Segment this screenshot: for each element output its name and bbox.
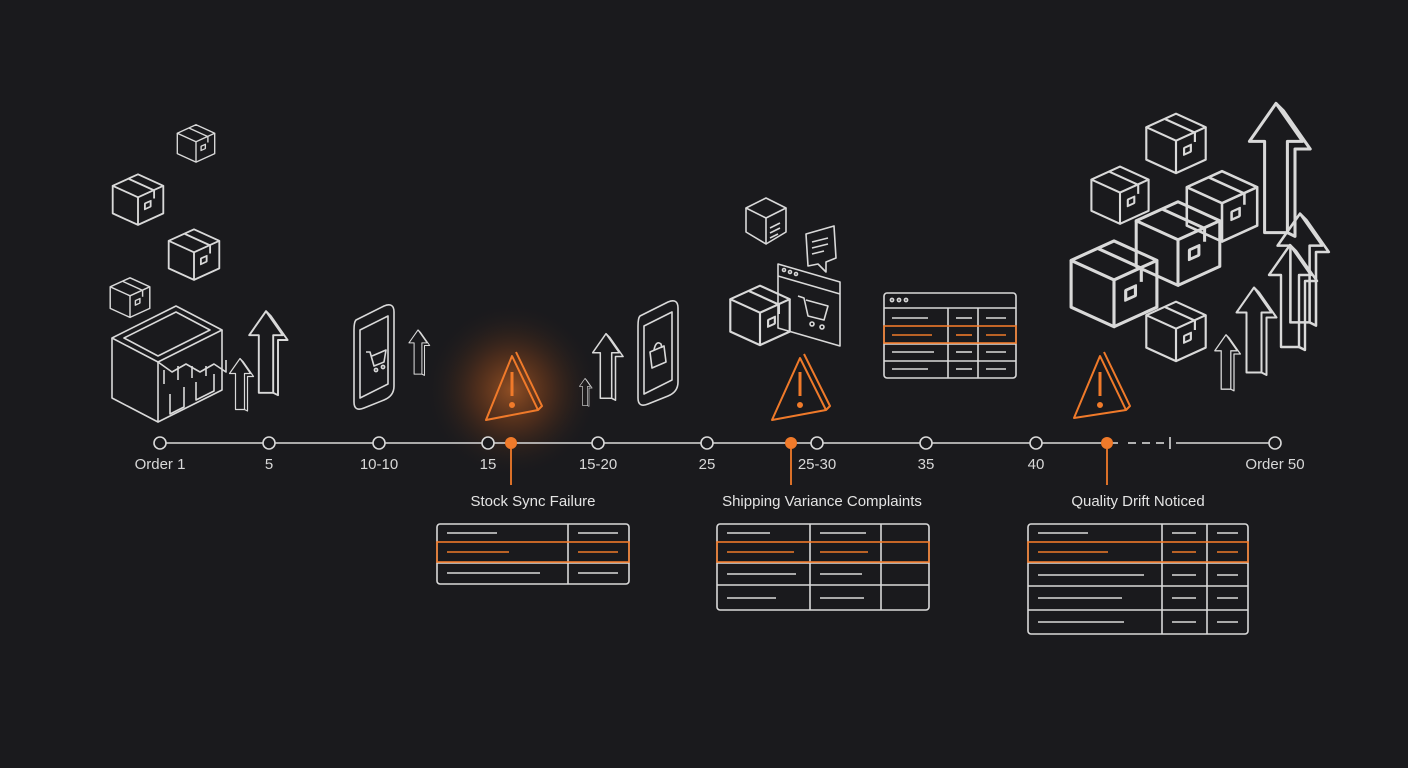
incident-marker-dot xyxy=(785,437,797,449)
storefront-icon xyxy=(111,305,227,423)
incident-label: Shipping Variance Complaints xyxy=(722,493,922,510)
package-icon xyxy=(729,284,791,347)
timeline-axis xyxy=(160,437,1275,449)
incident-table xyxy=(716,523,930,611)
timeline-tick-dot xyxy=(700,436,714,450)
package-icon xyxy=(745,197,787,245)
tick-label: 40 xyxy=(1027,456,1045,473)
growth-arrow-icon xyxy=(1276,212,1331,327)
timeline-tick-dot xyxy=(262,436,276,450)
data-table-icon xyxy=(883,292,1017,379)
growth-arrow-icon xyxy=(408,329,431,376)
incident-label: Quality Drift Noticed xyxy=(1071,493,1205,510)
tick-label: 35 xyxy=(917,456,935,473)
warning-icon xyxy=(771,353,831,421)
incident-markers xyxy=(505,437,1113,485)
growth-arrow-icon xyxy=(1214,334,1242,392)
package-icon xyxy=(109,277,151,319)
tick-label: 10-10 xyxy=(359,456,399,473)
growth-arrow-icon xyxy=(248,310,289,397)
warning-icon xyxy=(485,351,543,421)
phone-cart-icon xyxy=(353,304,395,410)
timeline-tick-dot xyxy=(153,436,167,450)
phone-bag-icon xyxy=(637,300,679,406)
incident-marker-dot xyxy=(505,437,517,449)
timeline-tick-dot xyxy=(1268,436,1282,450)
tick-label: Order 1 xyxy=(134,456,186,473)
timeline-tick-dot xyxy=(810,436,824,450)
package-stack-icon xyxy=(1069,112,1259,363)
chat-bubble-icon xyxy=(805,225,837,273)
growth-arrow-icon xyxy=(228,357,255,412)
tick-label: 15-20 xyxy=(578,456,618,473)
timeline-tick-dot xyxy=(372,436,386,450)
timeline-tick-dot xyxy=(1029,436,1043,450)
timeline-tick-dot xyxy=(919,436,933,450)
timeline-markers xyxy=(153,436,1282,450)
tick-label: 15 xyxy=(479,456,497,473)
package-icon xyxy=(167,228,221,281)
package-icon xyxy=(111,173,165,226)
tick-label: 25 xyxy=(698,456,716,473)
timeline-tick-dot xyxy=(591,436,605,450)
timeline-tick-dot xyxy=(481,436,495,450)
tick-label: 5 xyxy=(264,456,274,473)
tick-label: 25-30 xyxy=(797,456,837,473)
warning-icon xyxy=(1073,351,1131,419)
incident-table xyxy=(436,523,630,585)
growth-arrow-icon xyxy=(1235,286,1278,376)
incident-marker-dot xyxy=(1101,437,1113,449)
tick-label: Order 50 xyxy=(1245,456,1305,473)
package-icon xyxy=(176,124,216,163)
incident-table xyxy=(1027,523,1249,635)
incident-label: Stock Sync Failure xyxy=(470,493,596,510)
